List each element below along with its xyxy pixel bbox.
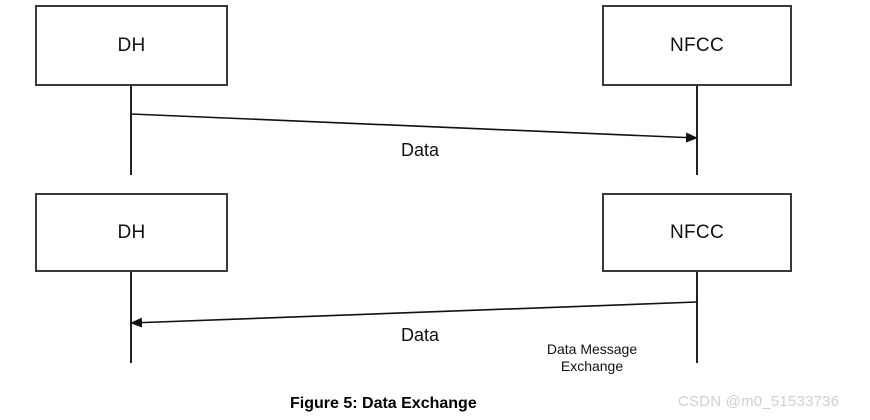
participant-label-nfcc-top: NFCC bbox=[670, 34, 724, 56]
note-line-2: Exchange bbox=[560, 358, 624, 374]
participant-label-nfcc-bottom: NFCC bbox=[670, 221, 724, 243]
message-label-data-top: Data bbox=[400, 140, 440, 160]
note-line-1: Data Message bbox=[546, 341, 638, 357]
note-data-message-exchange: Data Message Exchange bbox=[547, 341, 637, 375]
message-label-data-bottom: Data bbox=[400, 325, 440, 345]
participant-box-nfcc-bottom[interactable]: NFCC bbox=[602, 193, 792, 272]
participant-box-dh-top[interactable]: DH bbox=[35, 5, 228, 86]
message-arrow-data-top bbox=[130, 113, 698, 143]
participant-label-dh-top: DH bbox=[117, 34, 146, 56]
figure-caption: Figure 5: Data Exchange bbox=[290, 395, 477, 412]
participant-box-nfcc-top[interactable]: NFCC bbox=[602, 5, 792, 86]
watermark-text: CSDN @m0_51533736 bbox=[678, 393, 840, 410]
participant-label-dh-bottom: DH bbox=[117, 221, 146, 243]
participant-box-dh-bottom[interactable]: DH bbox=[35, 193, 228, 272]
message-arrow-data-bottom bbox=[130, 301, 698, 328]
